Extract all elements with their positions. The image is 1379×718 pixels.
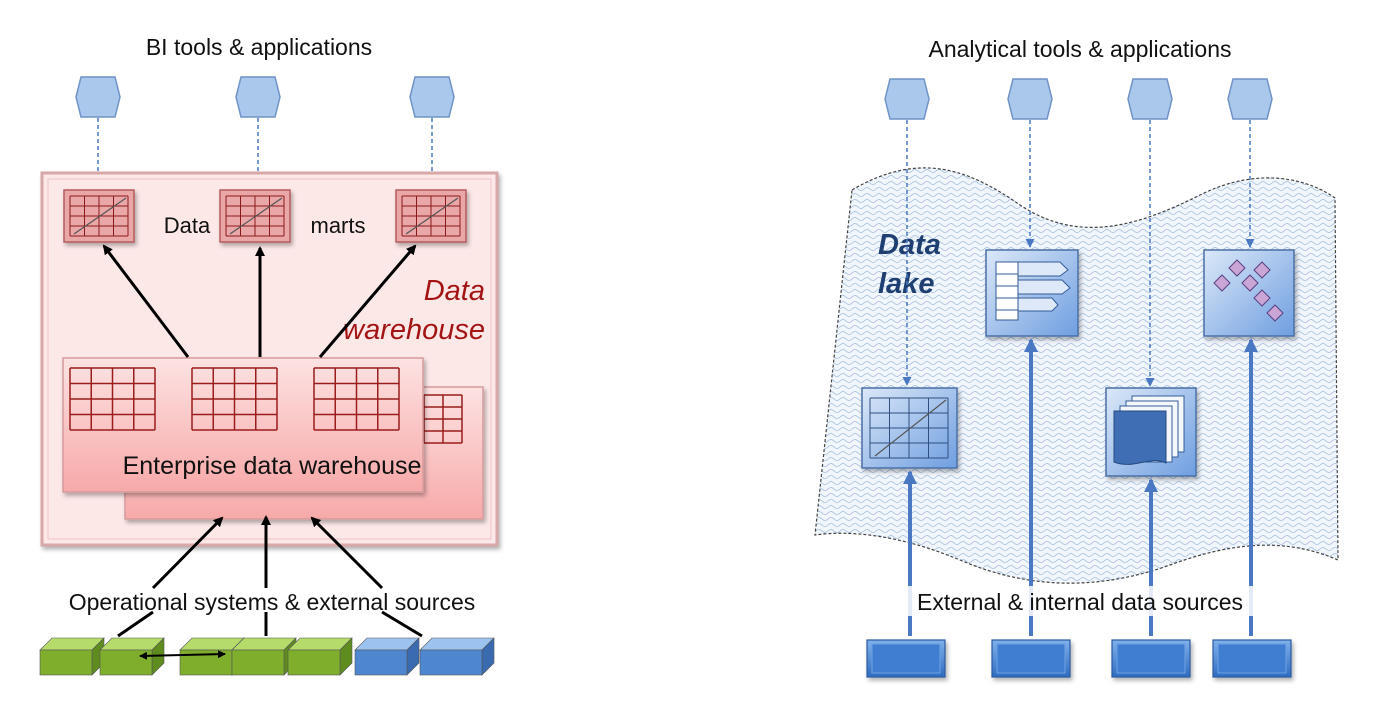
data-marts-label-data: Data [164,213,211,238]
bi-tool-icon-2 [235,76,281,118]
data-source-4 [1212,639,1292,678]
source-to-edw-arrow-1 [151,516,224,590]
enterprise-data-warehouse-box [62,357,424,493]
data-source-1 [866,639,946,678]
edw-table-2 [191,367,278,431]
data-sources-group [866,639,1292,678]
lake-documents-object [1105,387,1197,477]
analytical-tool-icon-4 [1227,78,1273,120]
external-source-2 [419,637,495,676]
source-to-edw-arrow-3 [310,516,384,590]
analytical-tool-icon-3 [1127,78,1173,120]
operational-source-4 [231,637,297,676]
operational-sources-group [39,637,495,676]
external-source-1 [354,637,420,676]
edw-label: Enterprise data warehouse [123,452,422,480]
edw-to-mart-arrow-3 [318,244,417,358]
data-lake-label-line2: lake [878,268,934,300]
right-data-lake-panel: Analytical tools & applications Data lak… [814,36,1339,678]
edw-to-mart-arrow-1 [102,244,190,358]
source-link-3 [381,610,423,638]
data-source-3 [1111,639,1191,678]
edw-table-3 [313,367,400,431]
bi-tools-group [75,76,455,189]
data-mart-1 [63,189,135,243]
analytical-tools-group [884,78,1273,120]
source-exchange-arrow [139,650,226,660]
data-mart-2 [219,189,291,243]
data-lake-label-line1: Data [878,229,941,261]
lake-graph-object [1203,249,1295,337]
lake-structured-object [985,249,1079,337]
left-data-warehouse-panel: BI tools & applications Data marts Data … [39,34,499,676]
bi-tool-icon-1 [75,76,121,118]
operational-source-1 [39,637,105,676]
operational-source-2 [99,637,165,676]
data-source-2 [991,639,1071,678]
analytical-tool-icon-2 [1007,78,1053,120]
data-warehouse-label-line2: warehouse [343,314,485,346]
external-internal-sources-label: External & internal data sources [917,589,1243,615]
data-marts-group [63,189,467,243]
edw-back-grid [423,394,463,444]
edw-table-1 [69,367,156,431]
data-warehouse-label-line1: Data [424,275,485,307]
operational-sources-label: Operational systems & external sources [69,589,476,615]
lake-table-object [861,387,958,469]
data-warehouse-inner-border [47,178,492,540]
operational-source-5 [287,637,353,676]
data-marts-label-marts: marts [311,213,366,238]
bi-tool-icon-3 [409,76,455,118]
sources-label-backdrop [900,586,1260,616]
source-link-1 [117,610,154,638]
analytical-tools-title: Analytical tools & applications [929,36,1232,62]
bi-tools-title: BI tools & applications [146,34,372,60]
data-mart-3 [395,189,467,243]
edw-table-grids [69,367,400,431]
analytical-tool-icon-1 [884,78,930,120]
